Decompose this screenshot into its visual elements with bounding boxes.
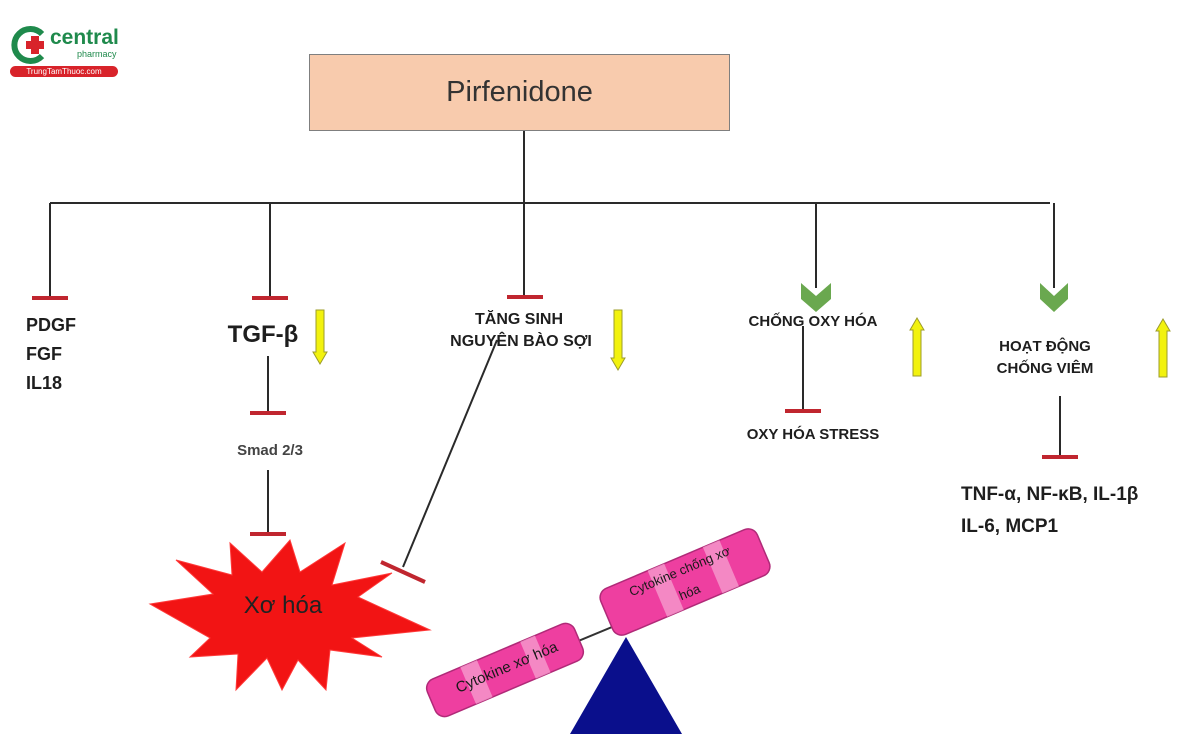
fibroblast-label-line2: NGUYÊN BÀO SỢI [450,333,592,350]
antioxidant-label: CHỐNG OXY HÓA [748,313,878,330]
up-arrow-anti-inflammatory-icon [1155,318,1171,378]
root-node: Pirfenidone [309,54,730,131]
growth-factor-pdgf: PDGF [26,315,77,335]
fibrosis-label: Xơ hóa [243,592,323,619]
logo-sub-text: pharmacy [77,49,117,59]
anti-inflammatory-label-line1: HOẠT ĐỘNG [999,338,1091,355]
cytokine-list-line2: IL-6, MCP1 [961,516,1059,537]
balance-bar-left [425,622,585,718]
up-arrow-antioxidant-icon [909,317,925,377]
balance-bar-right [599,528,771,636]
down-arrow-tgf-icon [312,309,328,365]
cytokine-list-line1: TNF-α, NF-κB, IL-1β [961,484,1139,505]
oxidative-stress-label: OXY HÓA STRESS [746,426,880,443]
growth-factor-fgf: FGF [26,344,62,364]
smad-label: Smad 2/3 [237,442,303,459]
inhibit-bar-fibrosis-diagonal [380,560,426,584]
down-arrow-fibroblast-icon [610,309,626,371]
fibroblast-label-line1: TĂNG SINH [475,311,563,328]
activate-arrow-antioxidant-icon [801,283,831,312]
balance-pivot-icon [570,637,682,734]
fibroblast-to-fibrosis [402,339,498,568]
tgf-beta-label: TGF-β [227,321,299,348]
logo-url-text: TrungTamThuoc.com [10,66,118,77]
logo-brand-text: central [50,26,119,49]
growth-factor-il18: IL18 [26,373,63,393]
logo-mark-icon [11,26,45,64]
anti-inflammatory-label-line2: CHỐNG VIÊM [996,360,1094,377]
activate-arrow-anti-inflammatory-icon [1040,283,1068,312]
